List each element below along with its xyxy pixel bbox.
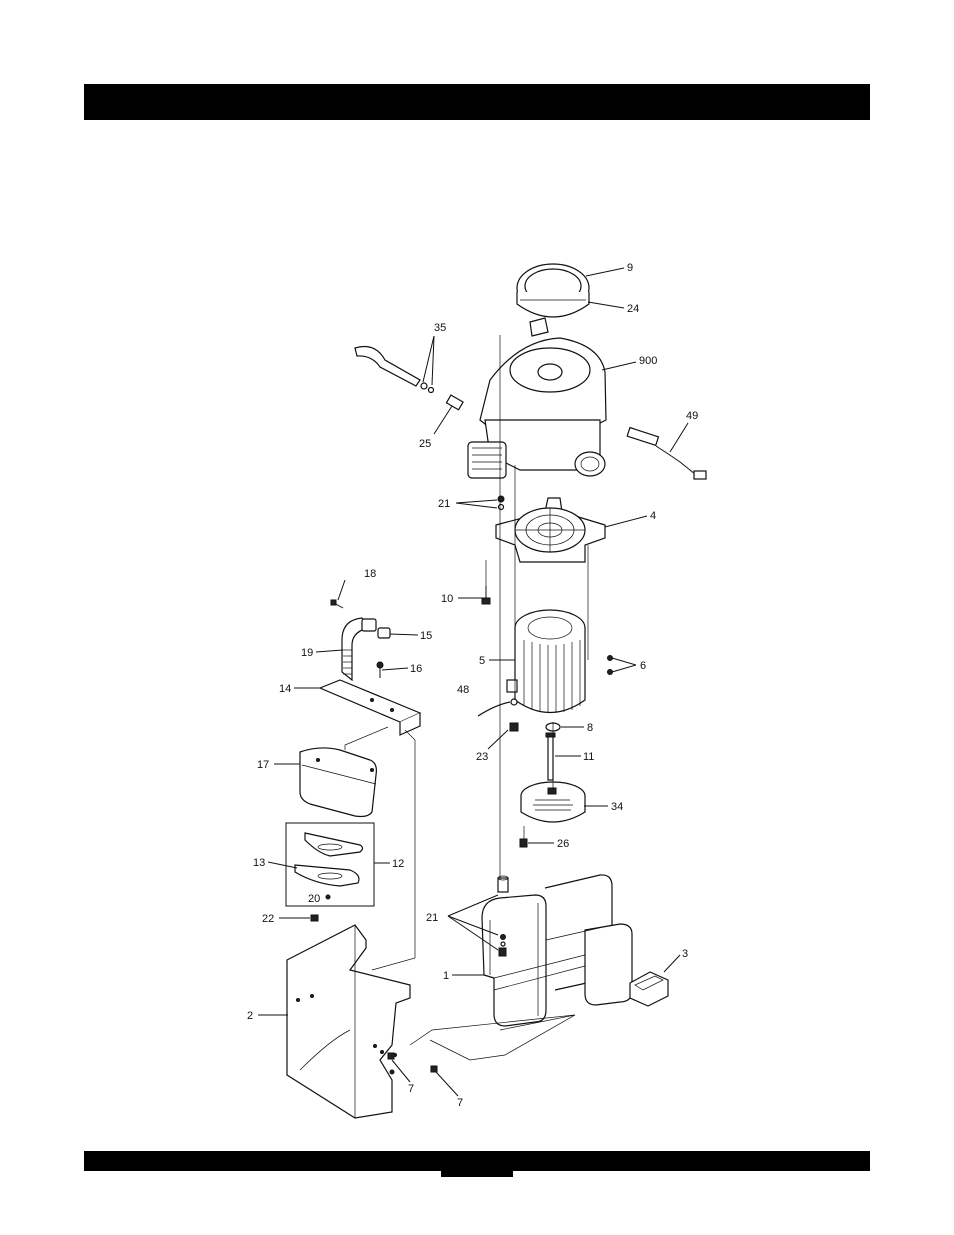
callout-20: 20: [308, 893, 320, 905]
callout-10: 10: [441, 593, 453, 605]
callout-16: 16: [410, 663, 422, 675]
exhaust-elbow-part: [331, 600, 390, 680]
callout-5: 5: [479, 655, 485, 667]
callout-48: 48: [457, 684, 469, 696]
callout-21-bottom: 21: [426, 912, 438, 924]
callout-2: 2: [247, 1010, 253, 1022]
muffler-part: [300, 748, 376, 817]
callout-34: 34: [611, 801, 623, 813]
callout-12: 12: [392, 858, 404, 870]
gasket-box: [286, 823, 374, 906]
bolts-6-part: [608, 656, 613, 675]
through-bolt-part: [546, 733, 555, 780]
callout-3: 3: [682, 948, 688, 960]
ground-wire-part: [478, 699, 517, 716]
callout-19: 19: [301, 647, 313, 659]
callout-14: 14: [279, 683, 291, 695]
callout-25: 25: [419, 438, 431, 450]
callout-21-top: 21: [438, 498, 450, 510]
callout-35: 35: [434, 322, 446, 334]
callout-13: 13: [253, 857, 265, 869]
callout-4: 4: [650, 510, 656, 522]
callout-49: 49: [686, 410, 698, 422]
side-panel-part: [287, 925, 410, 1118]
callout-6: 6: [640, 660, 646, 672]
callout-900: 900: [639, 355, 657, 367]
engine-part: [468, 318, 606, 478]
air-filter-ring-part: [517, 264, 589, 317]
muffler-bracket-part: [320, 680, 420, 735]
callout-7-right: 7: [457, 1097, 463, 1109]
callout-17: 17: [257, 759, 269, 771]
alternator-stator-part: [507, 610, 585, 713]
bolt-23-part: [510, 723, 518, 731]
callout-23: 23: [476, 751, 488, 763]
callout-24: 24: [627, 303, 639, 315]
breather-hose-part: [355, 347, 463, 410]
callout-7-left: 7: [408, 1083, 414, 1095]
screw-22-part: [311, 915, 318, 921]
callout-18: 18: [364, 568, 376, 580]
frame-part: [482, 875, 632, 1030]
callout-11: 11: [583, 751, 594, 763]
footer-page-tab: [441, 1151, 513, 1177]
callout-1: 1: [443, 970, 449, 982]
callout-26: 26: [557, 838, 569, 850]
callout-15: 15: [420, 630, 432, 642]
callout-8: 8: [587, 722, 593, 734]
adapter-plate-part: [496, 496, 605, 562]
callout-22: 22: [262, 913, 274, 925]
callout-9: 9: [627, 262, 633, 274]
rubber-foot-part: [630, 972, 668, 1006]
bolt-26-part: [520, 839, 527, 847]
sensor-part: [627, 428, 706, 479]
